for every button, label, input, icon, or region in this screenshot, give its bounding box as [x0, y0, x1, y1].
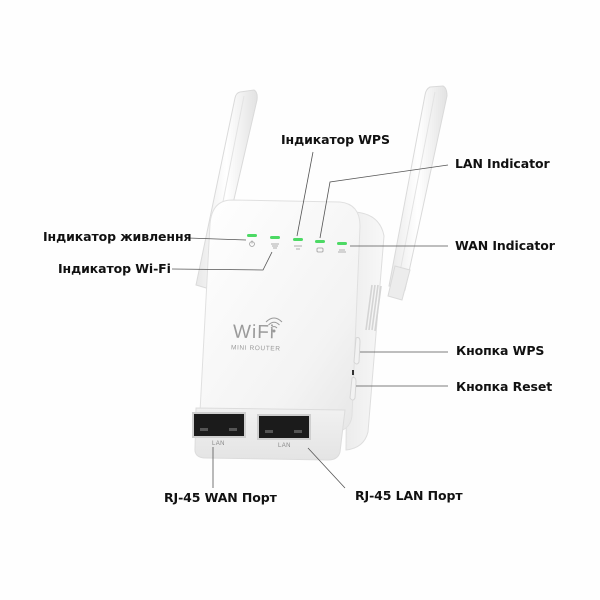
- lan-indicator-label: LAN Indicator: [455, 156, 550, 171]
- brand-logo: WiFi: [232, 321, 276, 344]
- wps-callout-line: [296, 151, 314, 237]
- wifi-callout-line: [171, 251, 273, 271]
- wifi-icon: [271, 243, 279, 249]
- wan-icon: [338, 249, 346, 253]
- wps-button: [353, 337, 361, 365]
- lan-callout-line: [319, 164, 449, 239]
- lan-led: [315, 240, 325, 243]
- wifi-led: [270, 236, 280, 239]
- vent-slots: [365, 284, 382, 332]
- lan-port-callout-label: RJ-45 LAN Порт: [355, 488, 463, 503]
- wps-indicator-label: Індикатор WPS: [281, 132, 390, 147]
- led-row: [247, 234, 347, 245]
- model-name: MINI ROUTER: [230, 344, 281, 353]
- wps-icon: [294, 245, 302, 250]
- router-front-panel: [199, 199, 361, 433]
- power-led: [247, 234, 257, 237]
- lan-port-callout-line: [307, 447, 346, 489]
- right-antenna: [387, 85, 448, 301]
- lan-icon: [316, 247, 324, 253]
- reset-hole: [352, 370, 354, 375]
- reset-button: [349, 377, 357, 401]
- power-indicator-label: Індикатор живлення: [43, 229, 192, 244]
- wan-port-label: LAN: [212, 441, 225, 447]
- power-callout-line: [187, 237, 247, 241]
- wps-button-label: Кнопка WPS: [456, 343, 545, 358]
- wan-port-callout-label: RJ-45 WAN Порт: [164, 490, 277, 505]
- callout-lines: [171, 151, 449, 489]
- wifi-logo-icon: [265, 317, 283, 333]
- wan-indicator-label: WAN Indicator: [455, 238, 555, 253]
- wps-led: [293, 238, 303, 241]
- reset-button-label: Кнопка Reset: [456, 379, 553, 394]
- lan-port: [257, 414, 311, 440]
- power-icon: [249, 240, 255, 247]
- wan-port: [192, 412, 246, 438]
- lan-port-label: LAN: [278, 443, 291, 449]
- wifi-indicator-label: Індикатор Wi-Fi: [58, 261, 171, 276]
- wan-led: [337, 242, 347, 245]
